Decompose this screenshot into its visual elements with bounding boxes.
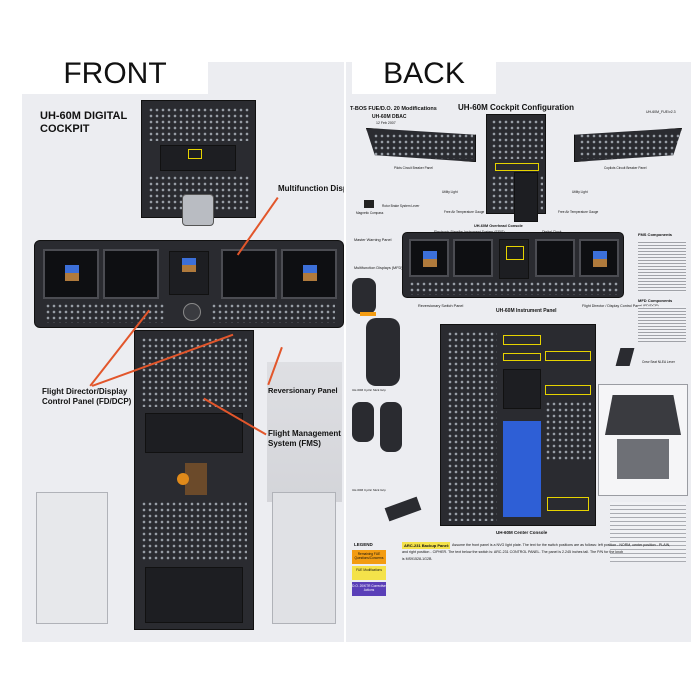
caption-center-console: UH-60M Center Console: [496, 530, 548, 535]
caption-collective-grip: UH-60M Cyclic Stick Grip: [352, 388, 386, 392]
label-multifunction-display: Multifunction Displ: [278, 184, 344, 193]
front-sheet: UH-60M DIGITAL COCKPIT Multifunction Dis…: [22, 62, 344, 642]
caption-free-air-left: Free Air Temperature Gauge: [444, 210, 485, 214]
caption-mfd-components: MFD Components: [638, 298, 673, 303]
caption-pilot-cb: Pilots Circuit Breaker Panel: [394, 166, 433, 170]
caption-cyclic-grip: UH-60M Cyclic Stick Grip: [352, 488, 386, 492]
back-header-sub: UH-60M DBAC: [372, 114, 407, 120]
back-title: UH-60M Cockpit Configuration: [458, 103, 574, 112]
legend-swatch-remaining: Remaining FUE Questions/Concerns: [352, 550, 386, 564]
mfd-4: [281, 249, 337, 299]
note-tag-bg: [402, 542, 450, 549]
label-fms-line1: Flight Management: [268, 429, 341, 438]
back-center-console: [440, 324, 596, 526]
mfd-components-list: [638, 306, 686, 342]
right-notes-list: [610, 502, 686, 562]
legend-title: LEGEND: [354, 542, 373, 547]
label-fd-dcp-line2: Control Panel (FD/DCP): [42, 397, 132, 406]
magnetic-compass-mount: [182, 194, 214, 226]
legend-label-corrective: D.O. 20/KTR Corrective Actions: [352, 584, 386, 592]
back-banner: BACK: [352, 54, 496, 94]
copilot-circuit-breaker-panel: [574, 128, 682, 162]
caption-utility-light-right: Utility Light: [572, 190, 588, 194]
caption-mfd: Multifunction Displays (MFD): [354, 266, 403, 270]
grip-2: [352, 402, 374, 442]
note-tag: ARC-231 Backup Panel:: [404, 543, 450, 548]
caption-overhead-console: UH-60M Overhead Console: [474, 224, 523, 228]
note-text-3: is MS91528-1G2B.: [402, 557, 433, 561]
back-instrument-panel: [402, 232, 624, 298]
cyclic-grip-illustration: [272, 492, 336, 624]
caption-magnetic-compass: Magnetic Compass: [356, 211, 384, 215]
pedal-illustration: [384, 496, 422, 522]
cockpit-cutaway-illustration: [598, 384, 688, 496]
power-levers: [514, 172, 538, 222]
legend-label-fue-mods: FUE Modifications: [356, 568, 382, 572]
fms-components-list: [638, 240, 686, 292]
legend-swatch-corrective: D.O. 20/KTR Corrective Actions: [352, 582, 386, 596]
back-header-right: UH-60M_FUE/v2.3: [646, 110, 676, 114]
note-text-2: and right position - CIPHER. The text be…: [402, 550, 624, 554]
back-header-date: 12 Feb 2007: [376, 121, 396, 125]
mfd-1: [43, 249, 99, 299]
legend-label-remaining: Remaining FUE Questions/Concerns: [354, 552, 384, 560]
caption-rotor-brake: Rotor Brake System Lever: [382, 204, 420, 208]
overhead-console: [141, 100, 256, 218]
caption-utility-light-left: Utility Light: [442, 190, 458, 194]
front-title-line1: UH-60M DIGITAL: [40, 110, 128, 122]
caption-reversionary-switch: Reversionary Switch Panel: [418, 304, 464, 308]
front-title-line2: COCKPIT: [40, 123, 90, 135]
pilot-circuit-breaker-panel: [366, 128, 476, 162]
back-header-left: T-BOS FUE/D.O. 20 Modifications: [350, 106, 437, 112]
caption-copilot-cb: Copilots Circuit Breaker Panel: [604, 166, 647, 170]
legend-swatch-fue-mods: FUE Modifications: [352, 566, 386, 580]
collective-grip-illustration: [36, 492, 108, 624]
caption-master-warning: Master Warning Panel: [354, 238, 392, 242]
grip-3: [380, 402, 402, 452]
seat-lever-illustration: [615, 348, 635, 366]
center-console: [134, 330, 254, 630]
magnetic-compass: [364, 200, 374, 208]
back-sheet: T-BOS FUE/D.O. 20 Modifications UH-60M D…: [346, 62, 691, 642]
caption-crew-seat-lever: Crew Seat NLEA Lever: [642, 360, 675, 364]
collective-grip: [352, 278, 376, 314]
background-illustration: [267, 362, 342, 502]
caption-free-air-right: Free Air Temperature Gauge: [558, 210, 599, 214]
caption-fd-dcp: Flight Director / Display Control Panel …: [582, 304, 659, 308]
caption-fms-components: FMS Components: [638, 232, 672, 237]
label-fms-line2: System (FMS): [268, 439, 321, 448]
center-standby-instruments: [169, 251, 209, 295]
mfd-3: [221, 249, 277, 299]
note-text-1: Assume the front panel is a NVG light pl…: [452, 543, 671, 547]
label-reversionary-panel: Reversionary Panel: [268, 386, 338, 395]
label-fd-dcp-line1: Flight Director/Display: [42, 387, 128, 396]
instrument-panel: [34, 240, 344, 328]
mfd-2: [103, 249, 159, 299]
cyclic-grip: [366, 318, 400, 386]
orange-tag-1: [360, 312, 376, 316]
front-banner: FRONT: [22, 54, 208, 94]
caption-instrument-panel: UH-60M Instrument Panel: [496, 308, 557, 314]
